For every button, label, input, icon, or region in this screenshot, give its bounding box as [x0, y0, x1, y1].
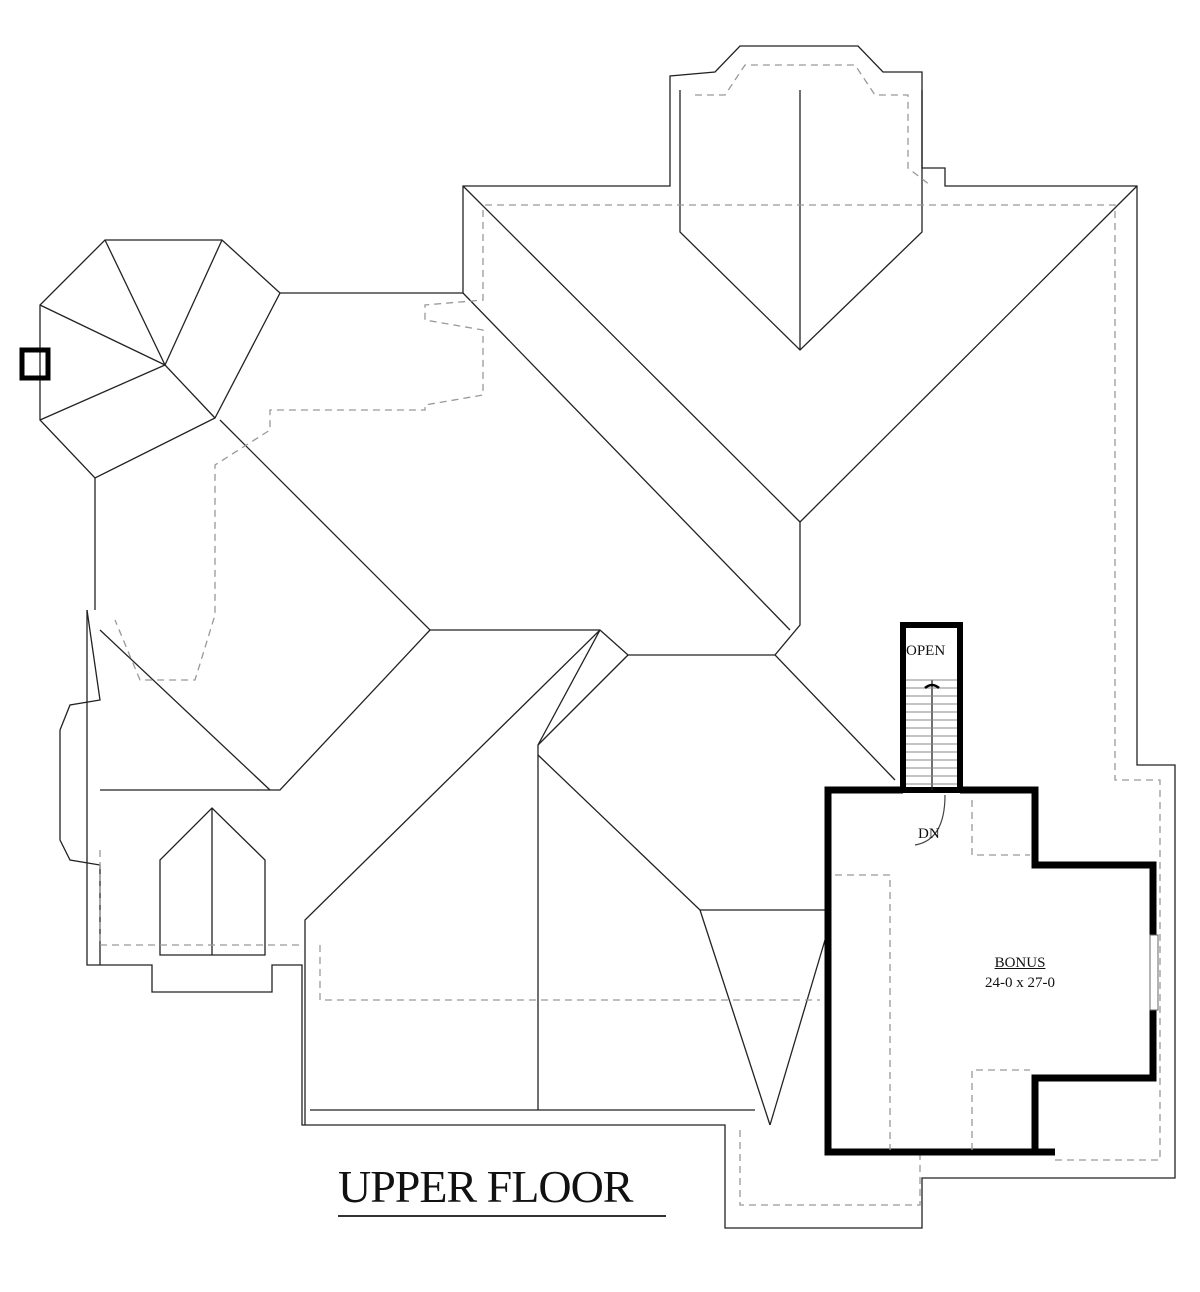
door-swing [914, 794, 946, 846]
stair[interactable] [900, 622, 963, 846]
small-dormer [159, 807, 266, 956]
bonus-room-walls [824, 786, 1055, 1156]
stair-down-label: DN [918, 826, 940, 842]
top-dormer [679, 64, 931, 351]
roof-outline [86, 45, 1176, 1229]
left-bay [59, 609, 101, 965]
room-dimensions: 24-0 x 27-0 [985, 975, 1055, 991]
room-name: BONUS [994, 955, 1046, 971]
turret-roof [19, 239, 281, 610]
chimney [19, 347, 51, 381]
plan-title: UPPER FLOOR [338, 1160, 666, 1217]
stair-open-label: OPEN [906, 643, 946, 659]
window [1149, 934, 1159, 1011]
